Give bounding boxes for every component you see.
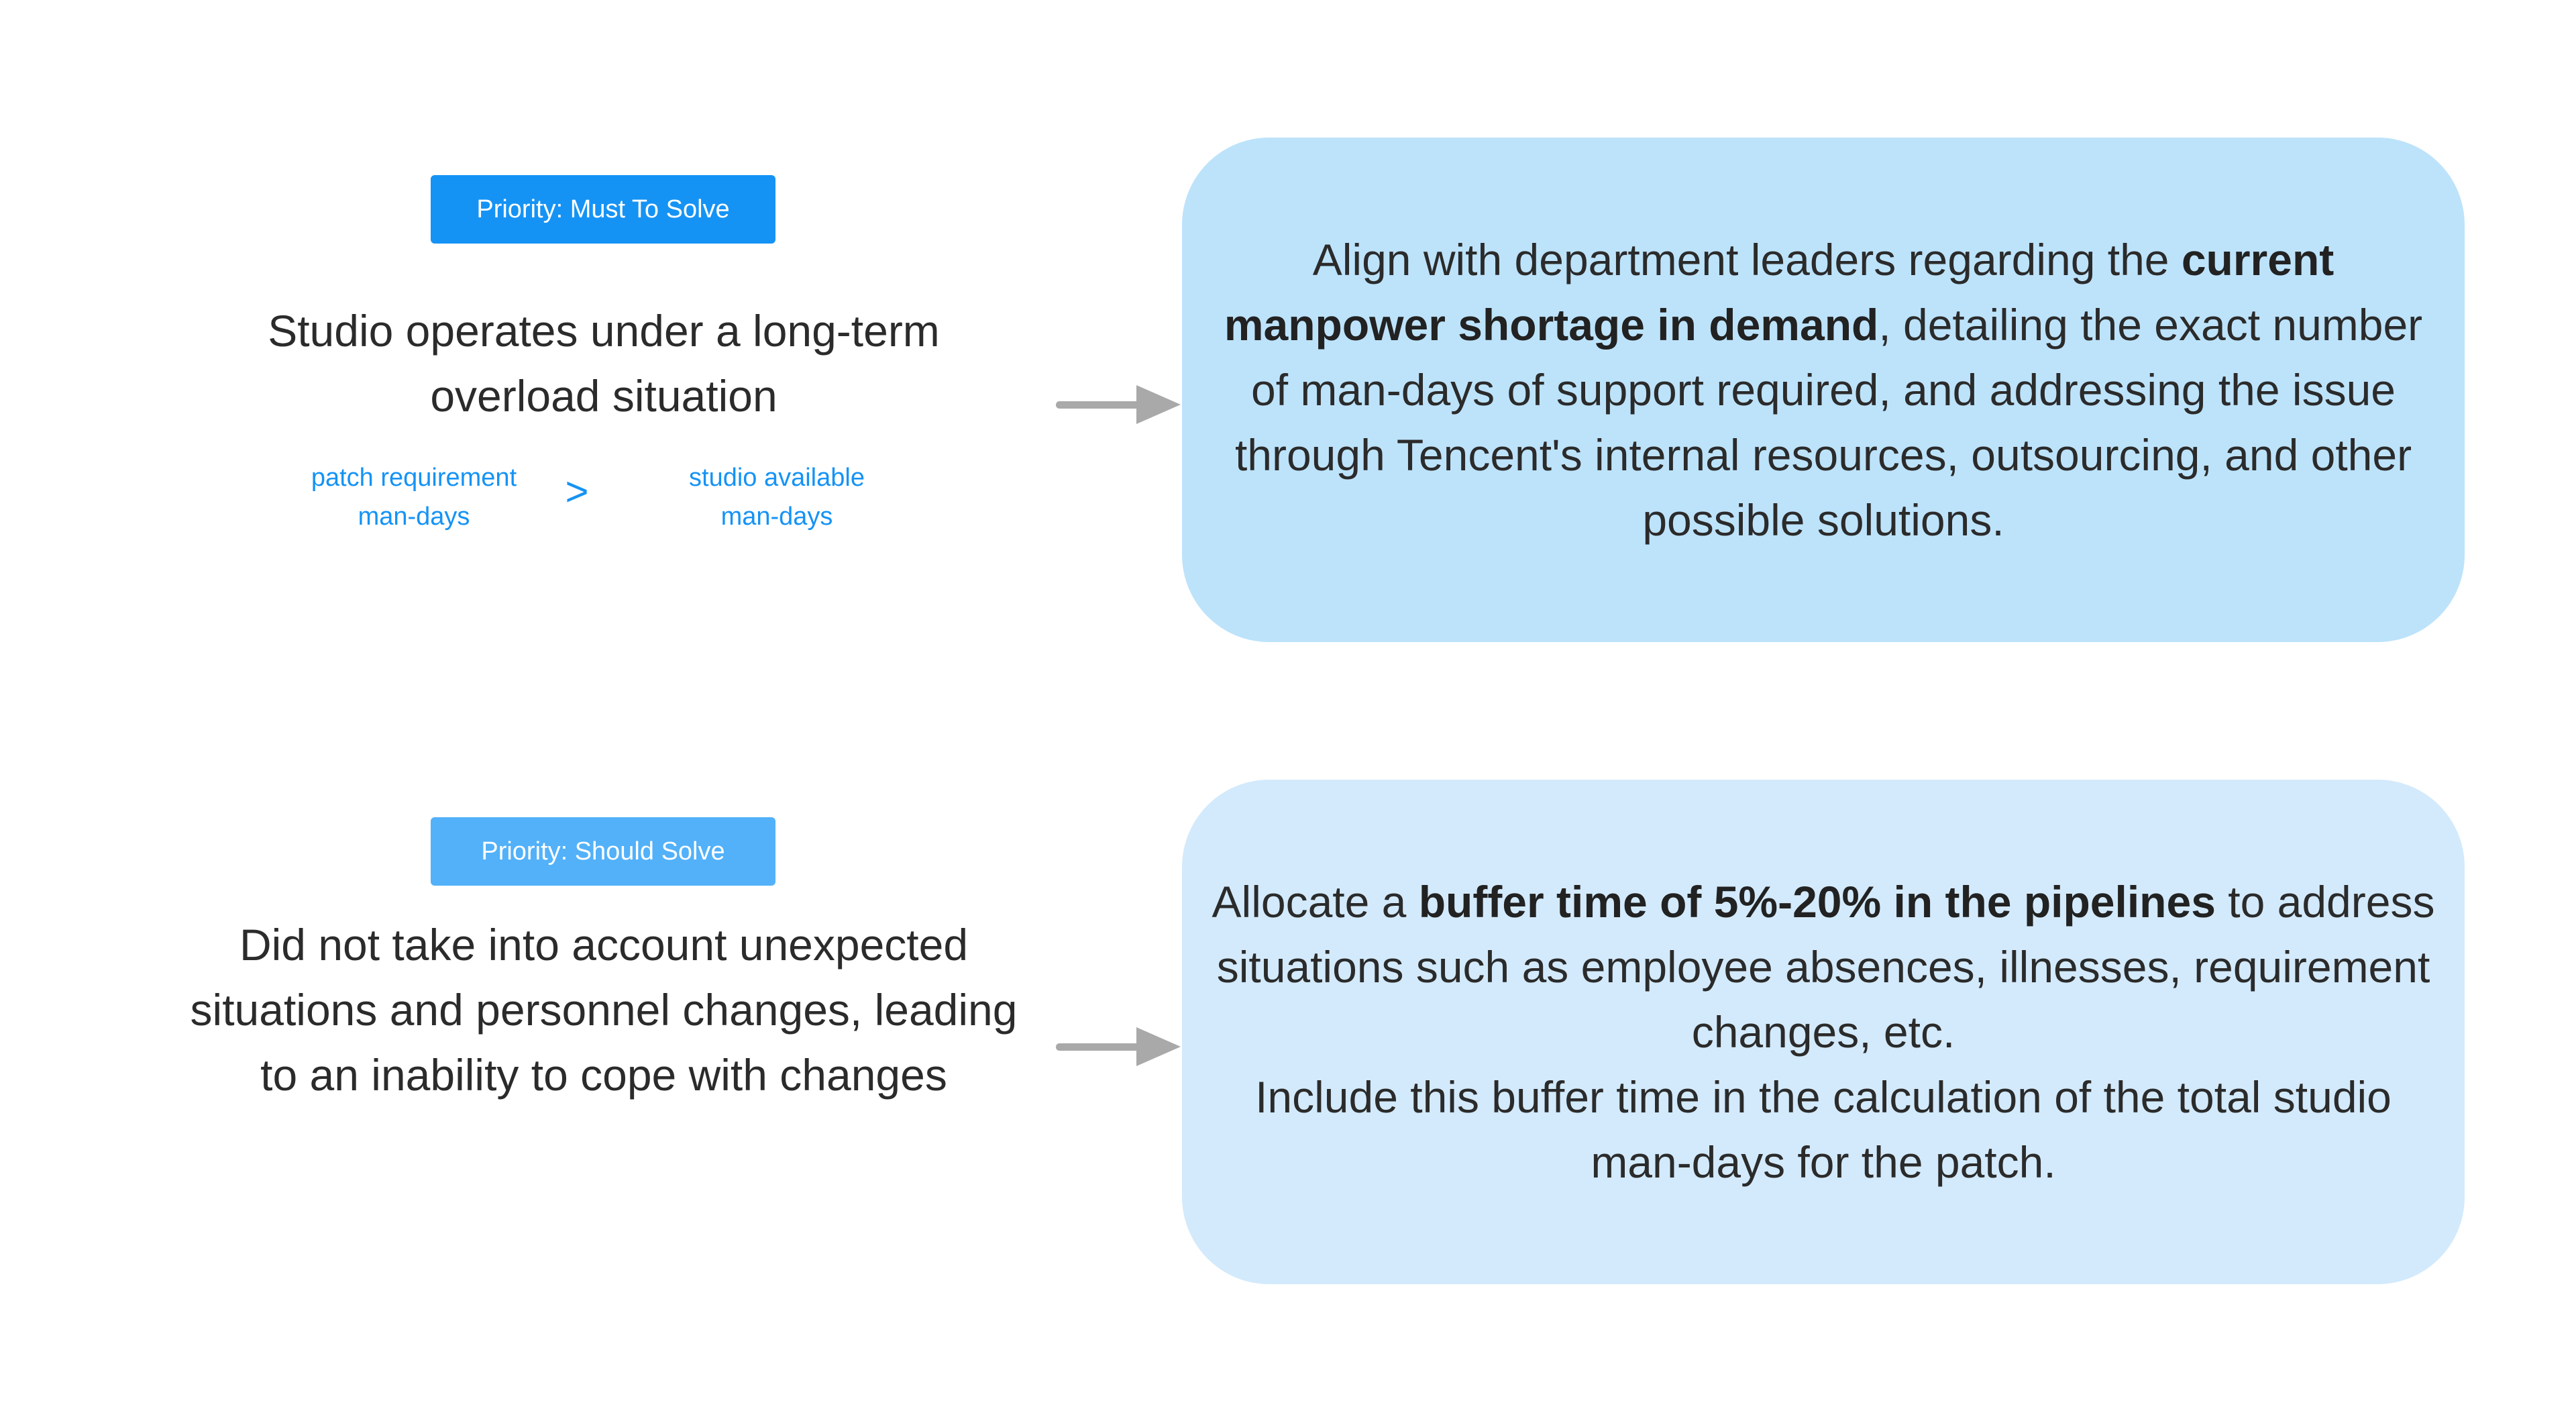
problem-statement: Did not take into account unexpected sit… — [154, 912, 1053, 1108]
right-arrow-icon — [1056, 385, 1181, 424]
problem-statement: Studio operates under a long-term overlo… — [154, 299, 1053, 429]
solution-text: Allocate a buffer time of 5%-20% in the … — [1209, 870, 2438, 1195]
problem-column: Priority: Should Solve Did not take into… — [154, 780, 1053, 1290]
priority-badge-must: Priority: Must To Solve — [431, 175, 775, 244]
priority-badge-should: Priority: Should Solve — [431, 817, 775, 886]
problem-line: to an inability to cope with changes — [260, 1050, 947, 1100]
term-line: patch requirement — [311, 464, 517, 492]
solution-emphasis: buffer time of 5%-20% in the pipelines — [1418, 876, 2216, 927]
greater-than-operator: > — [565, 469, 589, 514]
term-line: man-days — [358, 503, 470, 531]
problem-line: overload situation — [430, 371, 777, 421]
solution-text: Align with department leaders regarding … — [1209, 227, 2438, 553]
solution-text-part: to address situations such as employee a… — [1216, 876, 2435, 1057]
term-line: man-days — [720, 503, 833, 531]
patch-requirement-term: patch requirement man-days — [273, 458, 555, 536]
solution-text-part: Align with department leaders regarding … — [1312, 234, 2182, 284]
studio-available-term: studio available man-days — [636, 458, 918, 536]
solution-card-should: Allocate a buffer time of 5%-20% in the … — [1182, 780, 2465, 1284]
solution-text-part: Allocate a — [1212, 876, 1419, 927]
priority-row-should: Priority: Should Solve Did not take into… — [0, 780, 2576, 1290]
solution-card-must: Align with department leaders regarding … — [1182, 138, 2465, 642]
problem-column: Priority: Must To Solve Studio operates … — [154, 138, 1053, 647]
priority-row-must: Priority: Must To Solve Studio operates … — [0, 138, 2576, 647]
solution-text-part: Include this buffer time in the calculat… — [1255, 1072, 2392, 1187]
demand-comparison: patch requirement man-days > studio avai… — [154, 458, 1053, 539]
term-line: studio available — [689, 464, 865, 492]
right-arrow-icon — [1056, 1027, 1181, 1066]
problem-line: Studio operates under a long-term — [268, 306, 940, 356]
solution-text-part: , detailing the exact number of man-days… — [1234, 299, 2423, 545]
problem-line: Did not take into account unexpected — [239, 920, 969, 970]
solution-emphasis: current manpower shortage in demand — [1224, 234, 2334, 350]
problem-line: situations and personnel changes, leadin… — [190, 985, 1018, 1035]
